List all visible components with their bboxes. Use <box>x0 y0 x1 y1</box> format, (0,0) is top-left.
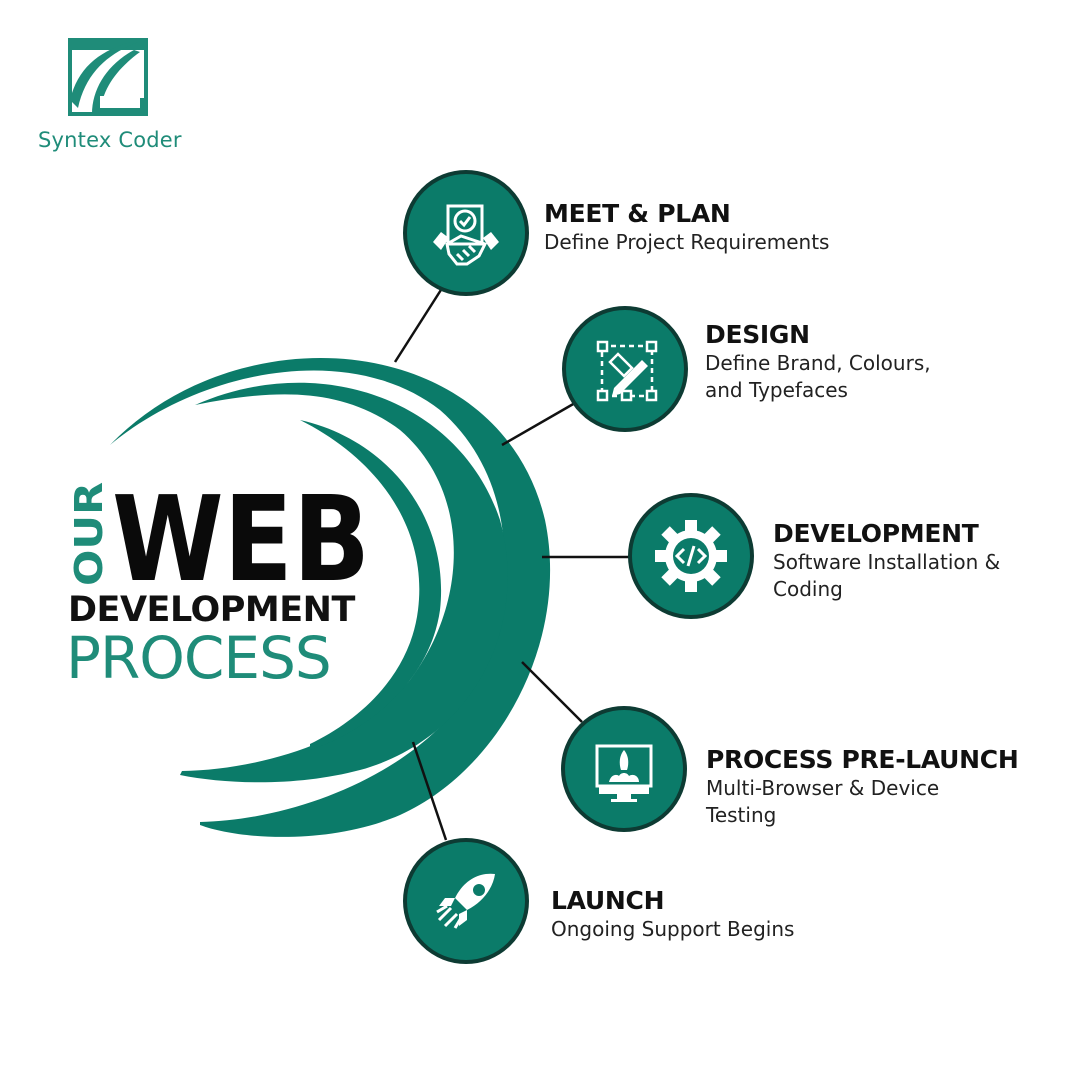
middle-arc <box>180 382 508 783</box>
step-title: LAUNCH <box>551 886 665 915</box>
title-development: DEVELOPMENT <box>68 590 355 630</box>
title-web: WEB <box>112 482 370 590</box>
step-launch: LAUNCH Ongoing Support Begins <box>551 886 794 943</box>
connector-pre-launch <box>521 661 583 723</box>
gear-code-icon <box>655 520 727 592</box>
step-development: DEVELOPMENT Software Installation & Codi… <box>773 519 1000 603</box>
step-description: Ongoing Support Begins <box>551 917 795 941</box>
title-process: PROCESS <box>66 624 332 692</box>
step-description: Multi-Browser & Device Testing <box>706 776 940 827</box>
step-title: MEET & PLAN <box>544 199 731 228</box>
step-title: DEVELOPMENT <box>773 519 979 548</box>
step-description: Define Brand, Colours, and Typefaces <box>705 351 931 402</box>
connector-meet-plan <box>393 281 448 363</box>
syntex-coder-logo-icon <box>68 38 148 116</box>
step-pre-launch: PROCESS PRE-LAUNCH Multi-Browser & Devic… <box>706 745 1019 829</box>
brand-name: Syntex Coder <box>38 128 182 152</box>
handshake-icon <box>433 204 499 266</box>
design-pencil-icon <box>596 340 658 402</box>
step-description: Software Installation & Coding <box>773 550 1001 601</box>
rocket-icon <box>436 873 495 929</box>
inner-arc <box>300 420 442 750</box>
step-icon-circle-meet-plan <box>403 170 529 296</box>
step-icon-circle-development <box>628 493 754 619</box>
svg-text:WEB: WEB <box>112 482 370 590</box>
step-design: DESIGN Define Brand, Colours, and Typefa… <box>705 320 931 404</box>
connector-design <box>501 401 576 447</box>
step-icon-circle-pre-launch <box>561 706 687 832</box>
step-icon-circle-launch <box>403 838 529 964</box>
step-meet-plan: MEET & PLAN Define Project Requirements <box>544 199 829 256</box>
connector-launch <box>411 741 448 841</box>
svg-text:OUR: OUR <box>68 482 111 586</box>
step-icon-circle-design <box>562 306 688 432</box>
step-title: PROCESS PRE-LAUNCH <box>706 745 1019 774</box>
step-description: Define Project Requirements <box>544 230 830 254</box>
monitor-rocket-icon <box>595 744 653 802</box>
step-title: DESIGN <box>705 320 810 349</box>
title-our: OUR <box>68 482 111 586</box>
